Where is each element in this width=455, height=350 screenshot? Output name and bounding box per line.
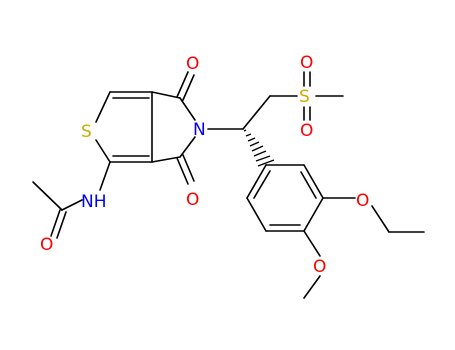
atom-ether-oxygen-methoxy: O [313, 257, 326, 277]
bond-benzene-2-double [300, 171, 317, 199]
bond-amide-n-carbonyl [61, 199, 83, 211]
bond-thiophene-2 [95, 91, 111, 123]
bond-aryl-methoxy-oxygen [303, 230, 321, 257]
bond-stereocenter-ch2 [242, 95, 271, 130]
bond-thiophene-amide-n [99, 161, 111, 191]
bonds [32, 71, 425, 299]
bond-benzene-3 [303, 197, 324, 232]
bond-amide-carbonyl-oxygen-double [56, 211, 67, 239]
hashed-wedge-bond [243, 129, 275, 167]
atom-sulfonyl-oxygen-top: O [300, 53, 313, 73]
atom-labels: S O N O NH O S O O O O [40, 53, 369, 277]
bond-amide-carbonyl-oxygen [50, 209, 61, 237]
atom-sulfur-ring: S [81, 122, 92, 142]
atom-nitrogen-amide: NH [81, 192, 107, 212]
atom-oxygen-amide: O [40, 235, 53, 255]
bond-ethoxy-ch2 [371, 205, 390, 233]
atom-sulfonyl-sulfur: S [299, 87, 310, 107]
bond-carbonyl-bottom [176, 157, 189, 185]
bond-carbonyl-bottom-double [182, 154, 195, 182]
bond-thiophene-3 [95, 139, 111, 163]
bond-carbonyl-top [176, 71, 189, 98]
atom-nitrogen-ring: N [193, 120, 206, 140]
bond-imide-2 [179, 97, 196, 121]
bond-imide-4 [151, 156, 181, 163]
bond-methoxy-ch3 [303, 275, 321, 299]
bond-amide-carbonyl-methyl [32, 181, 63, 211]
atom-oxygen-top: O [186, 54, 199, 74]
atom-oxygen-bottom: O [186, 190, 199, 210]
atom-sulfonyl-oxygen-bottom: O [300, 121, 313, 141]
bond-imide-1 [151, 91, 181, 99]
bond-benzene-2 [303, 164, 324, 199]
atom-ether-oxygen-ethoxy: O [356, 191, 369, 211]
bond-benzene-5 [246, 197, 267, 232]
bond-benzene-6 [246, 164, 267, 199]
bond-benzene-6-double [253, 170, 271, 199]
bond-imide-3 [179, 136, 196, 158]
bond-carbonyl-top-double [182, 74, 195, 101]
